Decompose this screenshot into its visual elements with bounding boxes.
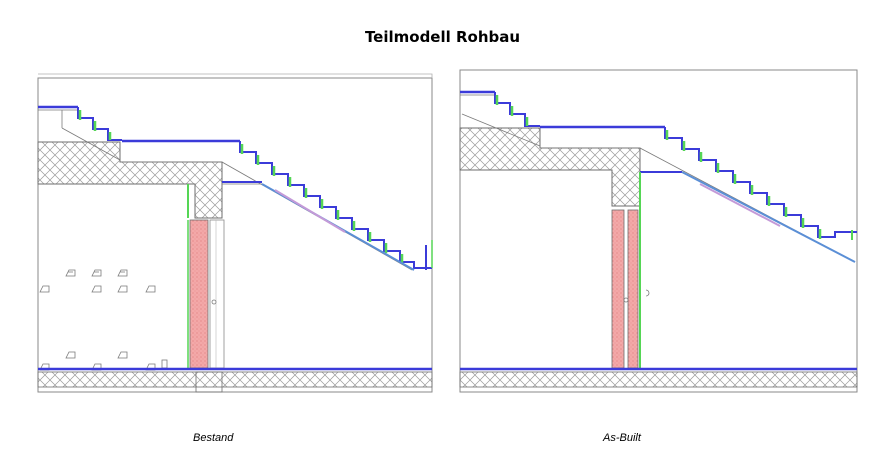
caption-bestand: Bestand <box>193 432 234 444</box>
caption-as-built: As-Built <box>603 432 641 444</box>
page-title: Teilmodell Rohbau <box>364 28 521 46</box>
section-drawing-bestand <box>37 73 433 393</box>
section-drawing-as-built <box>459 69 858 393</box>
